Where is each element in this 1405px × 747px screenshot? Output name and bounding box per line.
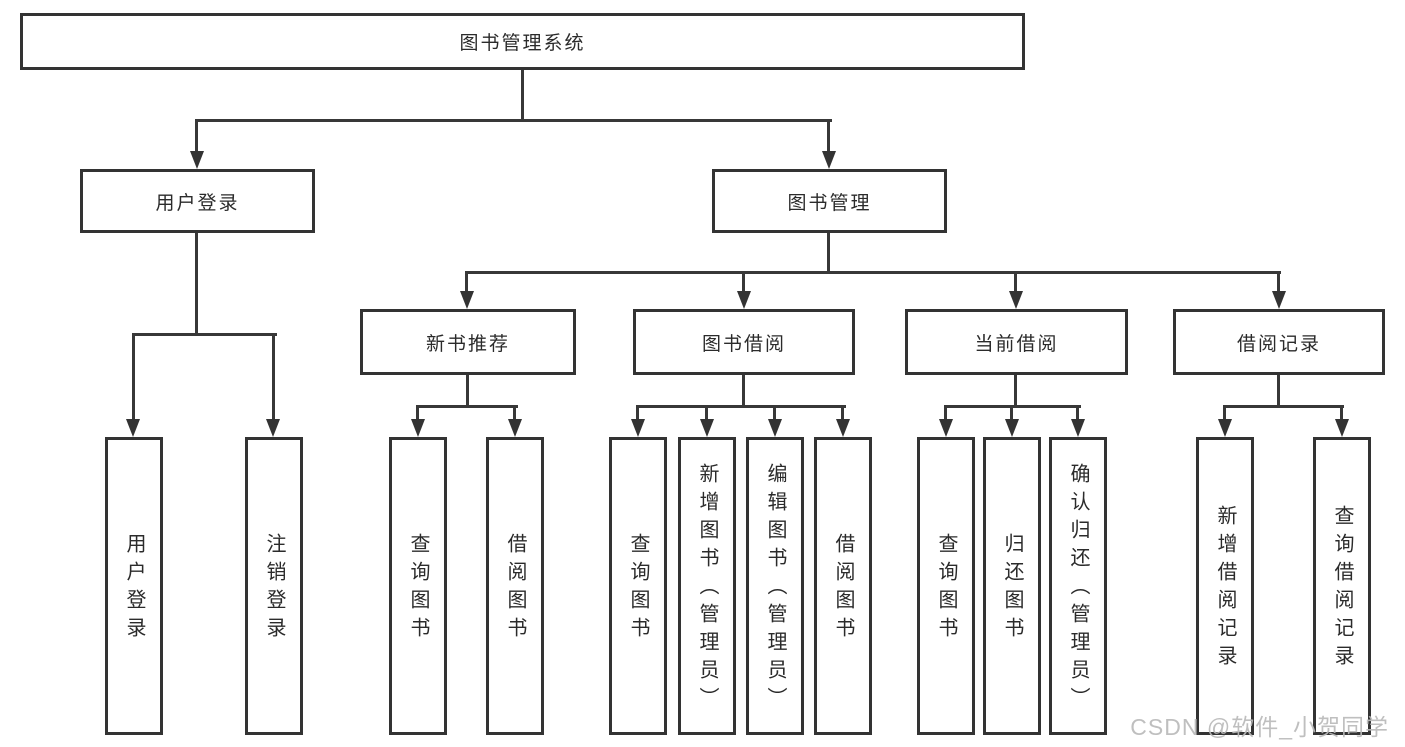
leaf-borrow-books-label: 借阅图书 — [832, 533, 854, 645]
node-root: 图书管理系统 — [20, 13, 1025, 70]
node-book-management: 图书管理 — [712, 169, 947, 233]
arrow-down-icon — [700, 419, 714, 437]
arrow-down-icon — [411, 419, 425, 437]
arrow-down-icon — [1218, 419, 1232, 437]
leaf-borrow-books-recommend-label: 借阅图书 — [504, 533, 526, 645]
connector-vline — [944, 405, 947, 421]
connector-vline — [272, 333, 275, 421]
node-user-login: 用户登录 — [80, 169, 315, 233]
connector-vline — [513, 405, 516, 421]
connector-hline — [636, 405, 846, 408]
watermark-text: CSDN @软件_小贺同学 — [1130, 714, 1389, 740]
arrow-down-icon — [737, 291, 751, 309]
connector-vline — [1277, 271, 1280, 293]
connector-vline — [705, 405, 708, 421]
leaf-query-books-recommend-label: 查询图书 — [407, 533, 429, 645]
connector-vline — [521, 70, 524, 120]
node-borrow-records-label: 借阅记录 — [1236, 333, 1321, 355]
leaf-query-borrow-record-label: 查询借阅记录 — [1331, 505, 1353, 673]
arrow-down-icon — [1272, 291, 1286, 309]
connector-vline — [195, 233, 198, 335]
connector-vline — [742, 271, 745, 293]
leaf-query-books-borrow-label: 查询图书 — [627, 533, 649, 645]
connector-vline — [1340, 405, 1343, 421]
connector-vline — [827, 119, 830, 153]
node-book-borrow: 图书借阅 — [633, 309, 855, 375]
connector-hline — [1223, 405, 1344, 408]
connector-vline — [742, 375, 745, 407]
arrow-down-icon — [1071, 419, 1085, 437]
arrow-down-icon — [266, 419, 280, 437]
leaf-borrow-books: 借阅图书 — [814, 437, 872, 735]
node-new-book-recommend-label: 新书推荐 — [425, 333, 510, 355]
arrow-down-icon — [836, 419, 850, 437]
connector-hline — [195, 119, 832, 122]
leaf-edit-book-admin: 编辑图书（管理员） — [746, 437, 804, 735]
connector-vline — [195, 119, 198, 153]
arrow-down-icon — [768, 419, 782, 437]
connector-vline — [827, 233, 830, 273]
leaf-add-book-admin: 新增图书（管理员） — [678, 437, 736, 735]
leaf-query-books-current: 查询图书 — [917, 437, 975, 735]
node-book-management-label: 图书管理 — [787, 192, 872, 214]
connector-hline — [465, 271, 1281, 274]
arrow-down-icon — [631, 419, 645, 437]
leaf-add-borrow-record-label: 新增借阅记录 — [1214, 505, 1236, 673]
arrow-down-icon — [460, 291, 474, 309]
leaf-confirm-return-admin-label: 确认归还（管理员） — [1067, 463, 1089, 715]
leaf-logout-label: 注销登录 — [263, 533, 285, 645]
node-new-book-recommend: 新书推荐 — [360, 309, 576, 375]
leaf-add-book-admin-label: 新增图书（管理员） — [696, 463, 718, 715]
connector-hline — [132, 333, 277, 336]
leaf-borrow-books-recommend: 借阅图书 — [486, 437, 544, 735]
node-book-borrow-label: 图书借阅 — [701, 333, 786, 355]
arrow-down-icon — [1335, 419, 1349, 437]
leaf-return-books: 归还图书 — [983, 437, 1041, 735]
arrow-down-icon — [508, 419, 522, 437]
connector-vline — [1277, 375, 1280, 407]
node-borrow-records: 借阅记录 — [1173, 309, 1385, 375]
connector-vline — [466, 375, 469, 407]
leaf-return-books-label: 归还图书 — [1001, 533, 1023, 645]
leaf-user-login-label: 用户登录 — [123, 533, 145, 645]
connector-vline — [1014, 375, 1017, 407]
leaf-add-borrow-record: 新增借阅记录 — [1196, 437, 1254, 735]
arrow-down-icon — [190, 151, 204, 169]
arrow-down-icon — [126, 419, 140, 437]
connector-vline — [416, 405, 419, 421]
leaf-query-books-borrow: 查询图书 — [609, 437, 667, 735]
arrow-down-icon — [1009, 291, 1023, 309]
node-current-borrow: 当前借阅 — [905, 309, 1128, 375]
arrow-down-icon — [822, 151, 836, 169]
leaf-logout: 注销登录 — [245, 437, 303, 735]
connector-vline — [1010, 405, 1013, 421]
leaf-query-books-current-label: 查询图书 — [935, 533, 957, 645]
connector-vline — [636, 405, 639, 421]
node-current-borrow-label: 当前借阅 — [974, 333, 1059, 355]
leaf-edit-book-admin-label: 编辑图书（管理员） — [764, 463, 786, 715]
connector-vline — [841, 405, 844, 421]
leaf-query-books-recommend: 查询图书 — [389, 437, 447, 735]
connector-hline — [416, 405, 518, 408]
node-root-label: 图书管理系统 — [459, 33, 586, 54]
connector-vline — [1223, 405, 1226, 421]
connector-vline — [465, 271, 468, 293]
connector-vline — [773, 405, 776, 421]
leaf-query-borrow-record: 查询借阅记录 — [1313, 437, 1371, 735]
node-user-login-label: 用户登录 — [155, 192, 240, 214]
leaf-user-login: 用户登录 — [105, 437, 163, 735]
connector-vline — [1076, 405, 1079, 421]
connector-vline — [1014, 271, 1017, 293]
connector-vline — [132, 333, 135, 421]
arrow-down-icon — [939, 419, 953, 437]
leaf-confirm-return-admin: 确认归还（管理员） — [1049, 437, 1107, 735]
arrow-down-icon — [1005, 419, 1019, 437]
